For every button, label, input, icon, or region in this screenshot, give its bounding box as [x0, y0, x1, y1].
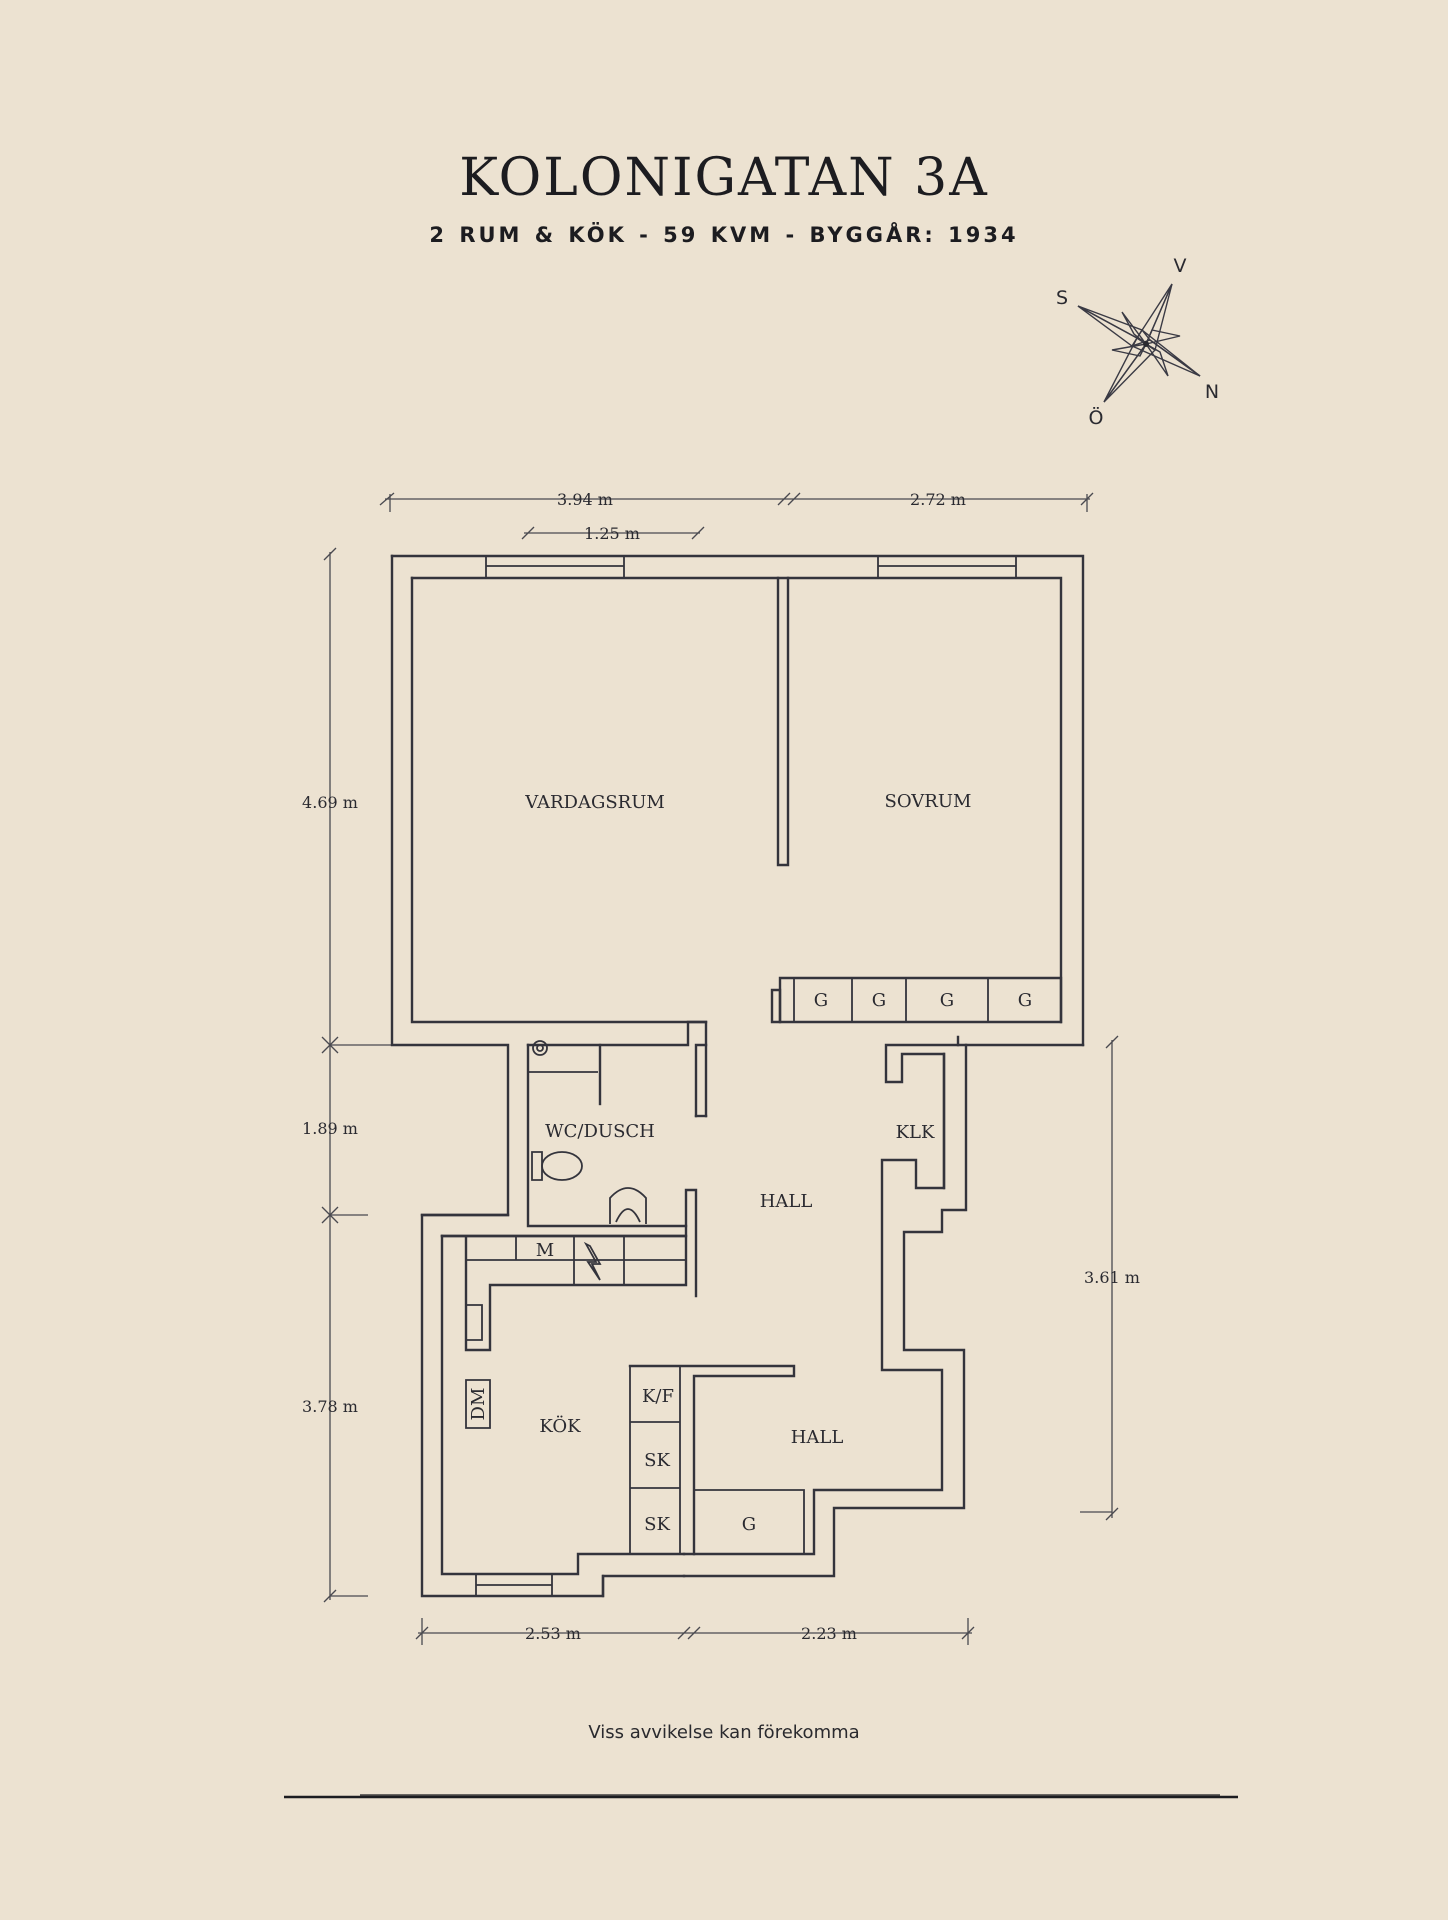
dimension-lines: [321, 492, 1119, 1645]
disclaimer-note: Viss avvikelse kan förekomma: [588, 1722, 860, 1743]
plan-title: KOLONIGATAN 3A: [459, 148, 989, 208]
cabinet-label: SK: [644, 1514, 670, 1535]
dim-bottom-left: 2.53 m: [525, 1624, 581, 1643]
dim-top-left: 3.94 m: [557, 490, 613, 509]
dim-left-mid: 1.89 m: [302, 1119, 358, 1138]
sink-icon: [609, 1187, 647, 1224]
electric-panel-icon: [583, 1241, 602, 1281]
dim-bottom-right: 2.23 m: [801, 1624, 857, 1643]
toilet-icon: [531, 1151, 583, 1181]
wardrobe-label: G: [742, 1514, 756, 1535]
room-label-kok: KÖK: [539, 1414, 581, 1437]
room-label-hall-1: HALL: [760, 1191, 813, 1212]
wardrobe-label: G: [940, 990, 954, 1011]
dishwasher-label: DM: [468, 1388, 489, 1421]
room-label-klk: KLK: [896, 1122, 935, 1143]
wardrobe-label: G: [1018, 990, 1032, 1011]
compass-south-label: S: [1056, 287, 1068, 309]
fridge-freezer-label: K/F: [642, 1386, 674, 1407]
dim-left-bottom: 3.78 m: [302, 1397, 358, 1416]
wardrobe-label: G: [814, 990, 828, 1011]
shower-icon: [532, 1040, 548, 1056]
dim-right: 3.61 m: [1084, 1268, 1140, 1287]
compass-east-label: Ö: [1089, 406, 1104, 429]
compass-west-label: V: [1174, 255, 1187, 277]
dim-left-top: 4.69 m: [302, 793, 358, 812]
dim-window: 1.25 m: [584, 524, 640, 543]
wardrobe-label: G: [872, 990, 886, 1011]
dim-top-right: 2.72 m: [910, 490, 966, 509]
cabinet-label: SK: [644, 1450, 670, 1471]
room-label-vardagsrum: VARDAGSRUM: [524, 792, 665, 813]
plan-subtitle: 2 RUM & KÖK - 59 KVM - BYGGÅR: 1934: [429, 223, 1019, 247]
room-label-hall-2: HALL: [791, 1427, 844, 1448]
compass-north-label: N: [1205, 381, 1219, 403]
room-label-wc: WC/DUSCH: [545, 1121, 655, 1142]
compass-rose-icon: [1077, 283, 1201, 403]
room-label-sovrum: SOVRUM: [885, 791, 972, 812]
washer-label: M: [536, 1240, 554, 1261]
walls: [390, 554, 1085, 1598]
